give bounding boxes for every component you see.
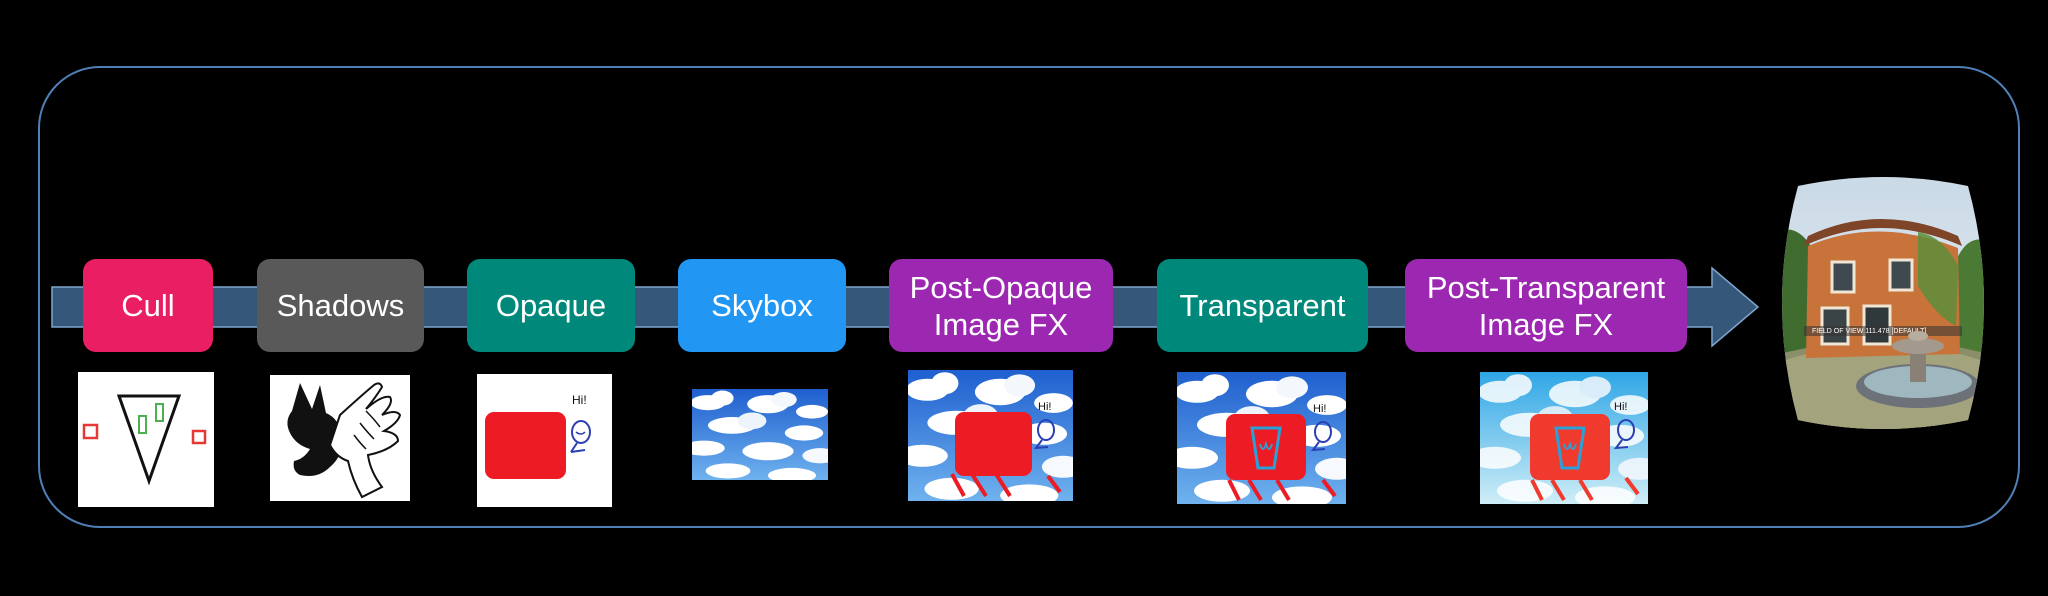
transparent-hi-text: Hi! [1313,403,1326,415]
stage-post-transparent-label: Post-Transparent Image FX [1426,269,1666,342]
stage-transparent-label: Transparent [1179,288,1346,323]
stage-post-transparent-image-fx: Post-Transparent Image FX [1405,259,1687,352]
stage-skybox-label: Skybox [711,288,813,323]
stage-skybox: Skybox [678,259,846,352]
transparent-thumbnail: Hi! [1177,372,1346,504]
stage-cull-label: Cull [121,288,175,323]
stage-opaque: Opaque [467,259,635,352]
stage-shadows-label: Shadows [276,288,405,323]
stage-cull: Cull [83,259,213,352]
post-transparent-hi-text: Hi! [1614,401,1627,413]
pipeline-frame [38,66,2020,528]
stage-shadows: Shadows [257,259,424,352]
opaque-hi-text: Hi! [572,393,587,407]
opaque-thumbnail: Hi! [477,374,612,507]
stage-transparent: Transparent [1157,259,1368,352]
post-opaque-thumbnail: Hi! [908,370,1073,501]
stage-opaque-label: Opaque [495,288,607,323]
post-opaque-hi-text: Hi! [1038,401,1051,413]
stage-post-opaque-image-fx: Post-Opaque Image FX [889,259,1113,352]
shadows-thumbnail [270,375,410,501]
skybox-thumbnail [692,389,828,480]
final-rendered-scene: FIELD OF VIEW 111.478 [DEFAULT] [1768,176,1998,430]
stage-post-opaque-label: Post-Opaque Image FX [909,269,1093,342]
post-transparent-thumbnail: Hi! [1480,372,1648,504]
hud-text: FIELD OF VIEW 111.478 [DEFAULT] [1812,328,1926,335]
cull-thumbnail [78,372,214,507]
